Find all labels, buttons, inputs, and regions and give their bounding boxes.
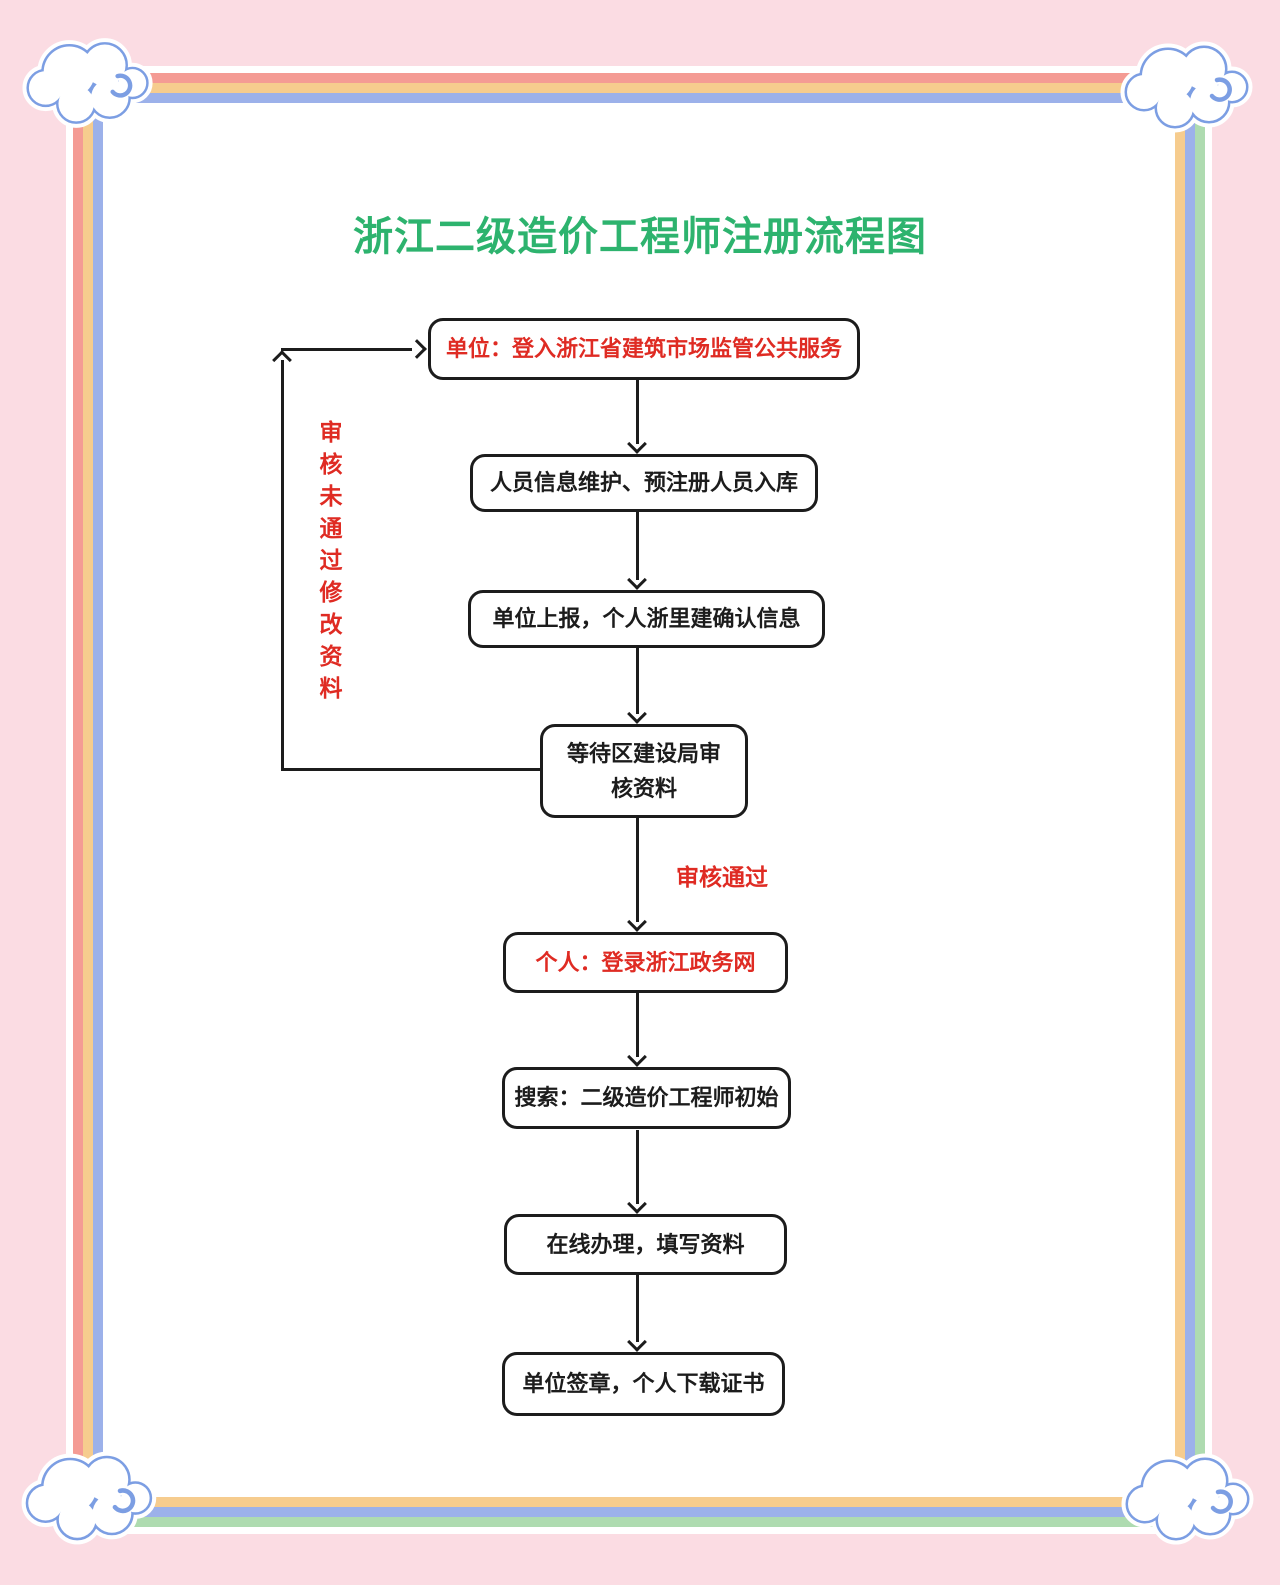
cloud-icon	[20, 1446, 165, 1548]
cloud-icon	[1120, 1448, 1262, 1548]
flow-arrow-line	[636, 1275, 639, 1342]
flow-node-personal-login: 个人：登录浙江政务网	[503, 932, 788, 993]
flow-arrow-line	[636, 512, 639, 580]
flow-node-wait-review: 等待区建设局审核资料	[540, 724, 748, 818]
flow-node-unit-report: 单位上报，个人浙里建确认信息	[468, 590, 825, 648]
edge-label-rejected: 审核未通过修改资料	[316, 420, 342, 708]
flow-arrow-line	[636, 380, 639, 444]
edge-label-approved: 审核通过	[676, 864, 768, 890]
page-title: 浙江二级造价工程师注册流程图	[353, 215, 927, 259]
flow-arrow-line	[636, 1130, 639, 1204]
loop-line-vertical	[281, 360, 284, 771]
flow-arrow-line	[636, 648, 639, 714]
flow-node-online-apply: 在线办理，填写资料	[504, 1214, 787, 1275]
flow-node-sign-download: 单位签章，个人下载证书	[502, 1352, 785, 1416]
flow-node-personnel-info: 人员信息维护、预注册人员入库	[470, 454, 818, 512]
loop-line-bottom	[281, 768, 540, 771]
flow-arrow-line	[636, 818, 639, 922]
loop-line-top	[281, 348, 412, 351]
cloud-icon	[22, 32, 160, 132]
flow-node-search: 搜索：二级造价工程师初始	[502, 1067, 791, 1129]
flow-arrow-line	[636, 993, 639, 1057]
cloud-icon	[1120, 36, 1260, 136]
flow-node-unit-login: 单位：登入浙江省建筑市场监管公共服务	[428, 318, 860, 380]
